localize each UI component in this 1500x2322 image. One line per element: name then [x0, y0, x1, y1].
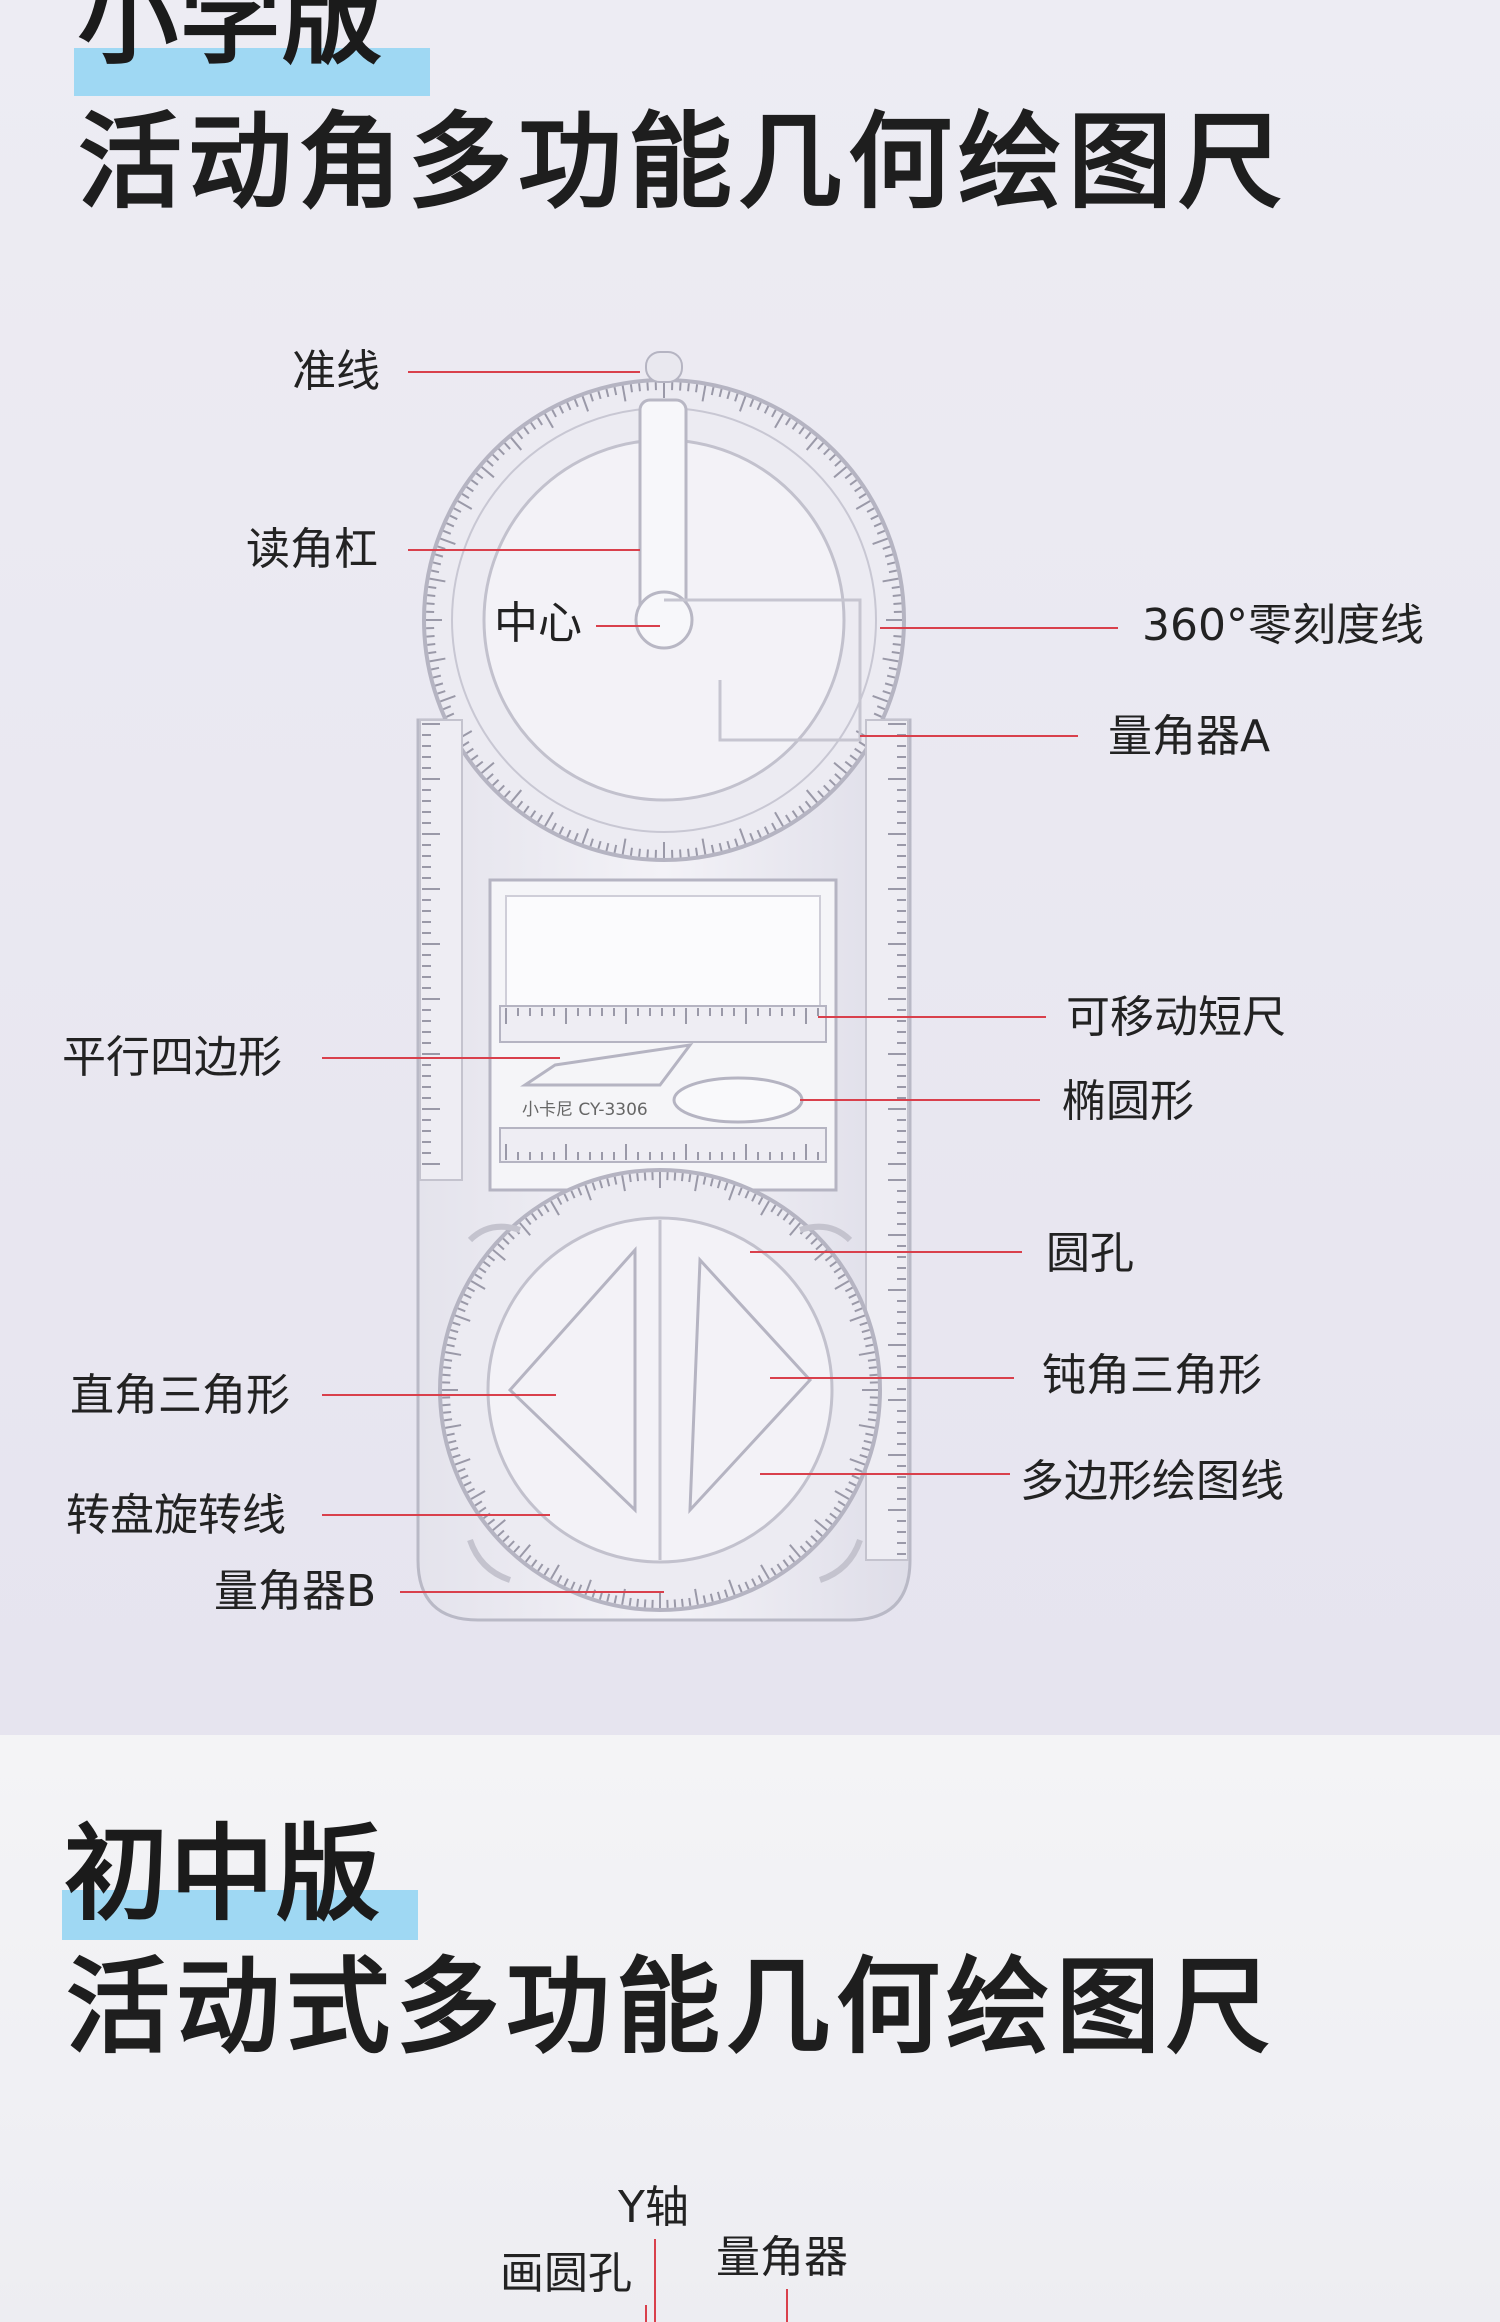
edition-highlight — [74, 48, 430, 96]
right-triangle-shape — [507, 1246, 637, 1514]
leader-lines — [322, 371, 1118, 1593]
label-turntable-line: 转盘旋转线 — [66, 1490, 286, 1541]
label-polygon-line: 多边形绘图线 — [1020, 1456, 1284, 1507]
edition-highlight-2 — [62, 1890, 418, 1940]
section-junior-high — [0, 1735, 1500, 2322]
label-ellipse: 椭圆形 — [1062, 1076, 1194, 1127]
ellipse-shape — [672, 1076, 804, 1124]
label-reading-bar: 读角杠 — [246, 524, 378, 575]
page-title-elementary: 活动角多功能几何绘图尺 — [78, 101, 1289, 223]
guide-notch — [645, 351, 683, 383]
page-title-junior: 活动式多功能几何绘图尺 — [66, 1946, 1277, 2068]
label-parallelogram: 平行四边形 — [62, 1032, 282, 1083]
label-center: 中心 — [494, 598, 582, 649]
label-obtuse-triangle: 钝角三角形 — [1042, 1350, 1262, 1401]
label-y-axis: Y轴 — [618, 2182, 689, 2233]
label-round-hole: 圆孔 — [1046, 1228, 1134, 1279]
label-zero-line: 360°零刻度线 — [1142, 600, 1424, 651]
label-circle-hole: 画圆孔 — [500, 2248, 632, 2299]
label-guide-line: 准线 — [292, 346, 380, 397]
edition-label-elementary: 小学版 — [78, 0, 384, 78]
parallelogram-shape — [520, 1042, 694, 1087]
model-text: 小卡尼 CY-3306 — [522, 1100, 648, 1120]
edition-label-junior: 初中版 — [64, 1813, 383, 1935]
label-protractor-a: 量角器A — [1108, 711, 1271, 762]
label-protractor: 量角器 — [716, 2232, 848, 2283]
obtuse-triangle-shape — [688, 1256, 813, 1515]
label-right-triangle: 直角三角形 — [70, 1370, 290, 1421]
label-protractor-b: 量角器B — [214, 1566, 377, 1617]
label-movable-ruler: 可移动短尺 — [1066, 992, 1286, 1043]
junior-leader-lines — [645, 2239, 788, 2322]
ruler-illustration: 小卡尼 CY-3306 — [322, 351, 1118, 1622]
